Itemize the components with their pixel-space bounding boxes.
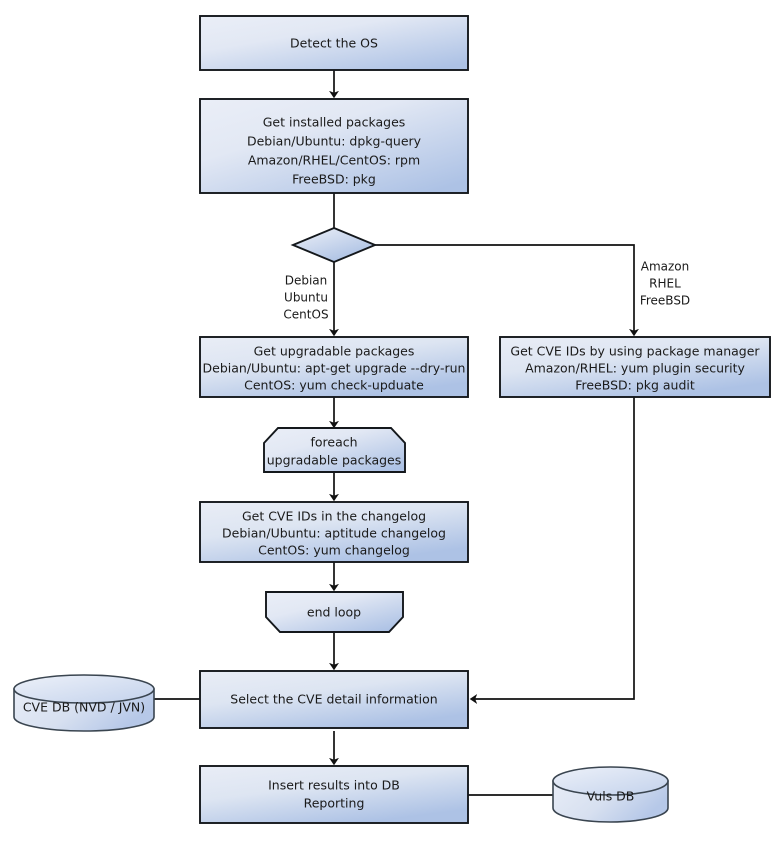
select-cve-detail-box[interactable] bbox=[199, 670, 469, 729]
get-cve-ids-package-manager-line-2: Amazon/RHEL: yum plugin security bbox=[525, 361, 745, 376]
node-get-cve-ids-package-manager[interactable]: Get CVE IDs by using package manager Ama… bbox=[499, 336, 771, 398]
loop-start-line-2: upgradable packages bbox=[267, 453, 402, 468]
get-cve-ids-changelog-box[interactable] bbox=[199, 501, 469, 563]
right-branch-line-2: RHEL bbox=[649, 277, 681, 291]
node-get-upgradable-packages[interactable]: Get upgradable packages Debian/Ubuntu: a… bbox=[199, 336, 469, 398]
cve-db-label: CVE DB (NVD / JVN) bbox=[23, 700, 145, 715]
node-cve-db[interactable]: CVE DB (NVD / JVN) bbox=[13, 674, 155, 732]
get-upgradable-packages-line-2: Debian/Ubuntu: apt-get upgrade --dry-run bbox=[203, 361, 466, 376]
get-upgradable-packages-box[interactable] bbox=[199, 336, 469, 398]
left-branch-line-2: Ubuntu bbox=[284, 291, 328, 305]
connector-package-manager-to-select bbox=[469, 397, 635, 704]
insert-results-line-2: Reporting bbox=[304, 796, 365, 811]
insert-results-box[interactable] bbox=[199, 765, 469, 824]
node-detect-os[interactable]: Detect the OS bbox=[199, 15, 469, 71]
node-get-cve-ids-changelog[interactable]: Get CVE IDs in the changelog Debian/Ubun… bbox=[199, 501, 469, 563]
get-cve-ids-package-manager-line-3: FreeBSD: pkg audit bbox=[575, 378, 695, 393]
get-installed-packages-line-1: Get installed packages bbox=[263, 115, 406, 130]
os-decision-diamond[interactable] bbox=[290, 226, 378, 264]
node-loop-end[interactable]: end loop bbox=[265, 591, 404, 633]
insert-results-line-1: Insert results into DB bbox=[268, 778, 400, 793]
node-select-cve-detail[interactable]: Select the CVE detail information bbox=[199, 670, 469, 729]
get-installed-packages-box[interactable] bbox=[199, 98, 469, 194]
get-installed-packages-line-3: Amazon/RHEL/CentOS: rpm bbox=[248, 153, 420, 168]
node-loop-start[interactable]: foreach upgradable packages bbox=[263, 427, 406, 473]
left-branch-line-1: Debian bbox=[285, 274, 328, 288]
get-cve-ids-changelog-line-1: Get CVE IDs in the changelog bbox=[242, 509, 426, 524]
right-branch-line-3: FreeBSD bbox=[640, 294, 690, 308]
loop-end-label: end loop bbox=[307, 605, 361, 620]
connectors bbox=[154, 70, 639, 796]
get-cve-ids-changelog-line-3: CentOS: yum changelog bbox=[258, 543, 410, 558]
select-cve-detail-label: Select the CVE detail information bbox=[230, 692, 437, 707]
vuls-db-cylinder-top bbox=[552, 766, 669, 796]
right-branch-line-1: Amazon bbox=[641, 260, 690, 274]
get-cve-ids-package-manager-line-1: Get CVE IDs by using package manager bbox=[510, 344, 760, 359]
node-insert-results[interactable]: Insert results into DB Reporting bbox=[199, 765, 469, 824]
vuls-db-label: Vuls DB bbox=[587, 789, 635, 804]
node-vuls-db[interactable]: Vuls DB bbox=[552, 766, 669, 823]
get-cve-ids-package-manager-box[interactable] bbox=[499, 336, 771, 398]
left-branch-line-3: CentOS bbox=[283, 308, 328, 322]
get-cve-ids-changelog-line-2: Debian/Ubuntu: aptitude changelog bbox=[222, 526, 446, 541]
loop-start-line-1: foreach bbox=[310, 435, 357, 450]
get-installed-packages-line-2: Debian/Ubuntu: dpkg-query bbox=[247, 134, 422, 149]
connector-decision-to-package-manager bbox=[375, 244, 639, 337]
cve-db-cylinder-top bbox=[13, 674, 155, 704]
detect-os-label: Detect the OS bbox=[290, 36, 378, 51]
loop-end-shape[interactable] bbox=[265, 591, 404, 633]
get-upgradable-packages-line-3: CentOS: yum check-upduate bbox=[244, 378, 424, 393]
edge-label-left-branch: Debian Ubuntu CentOS bbox=[283, 274, 328, 322]
get-installed-packages-line-4: FreeBSD: pkg bbox=[292, 172, 376, 187]
edge-label-right-branch: Amazon RHEL FreeBSD bbox=[640, 260, 690, 308]
node-os-decision[interactable] bbox=[290, 226, 378, 264]
get-upgradable-packages-line-1: Get upgradable packages bbox=[254, 344, 415, 359]
loop-start-shape[interactable] bbox=[263, 427, 406, 473]
detect-os-box[interactable] bbox=[199, 15, 469, 71]
node-get-installed-packages[interactable]: Get installed packages Debian/Ubuntu: dp… bbox=[199, 98, 469, 194]
